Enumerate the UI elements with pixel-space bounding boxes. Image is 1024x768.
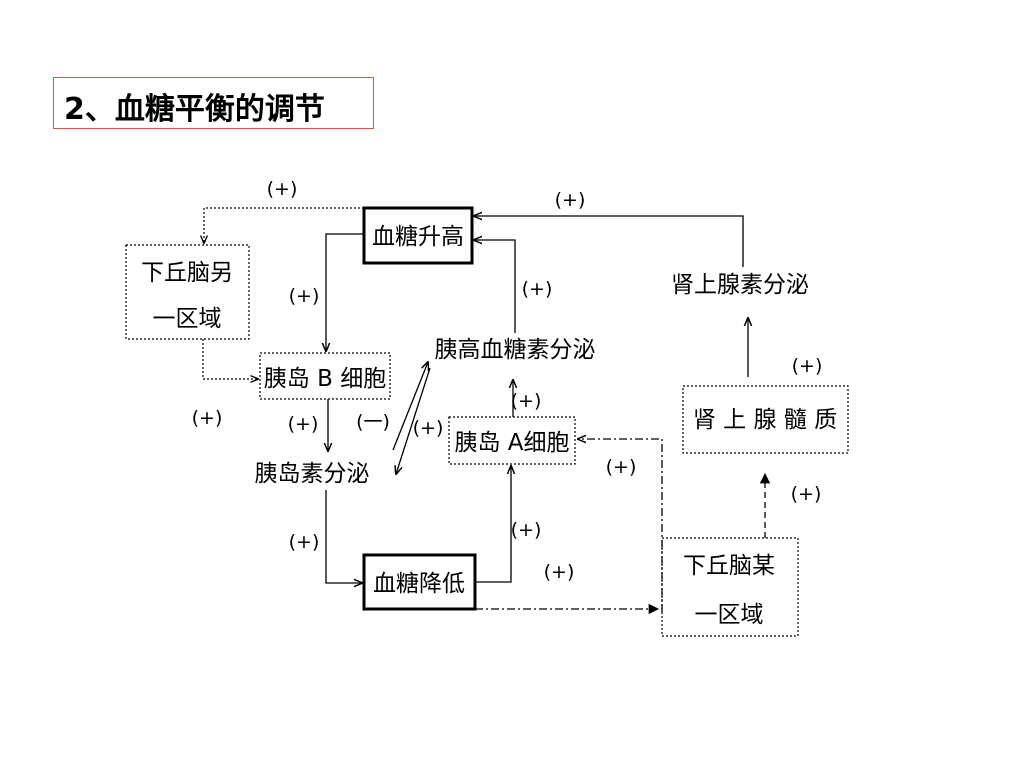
adrenaline-secretion-label: 肾上腺素分泌: [671, 272, 809, 298]
hypothalamus-other-box: [125, 244, 250, 340]
sign-plus-adrenaline-output: (+): [555, 189, 586, 211]
arrow-adrenaline-to-sugar-high: [474, 216, 744, 267]
sign-plus-hypothalamus-to-a: (+): [606, 456, 637, 478]
sign-plus-hypothalamus-to-medulla: (+): [791, 483, 822, 505]
glucagon-secretion-label: 胰高血糖素分泌: [435, 337, 596, 363]
hypothalamus-some-label-1: 下丘脑某: [683, 553, 775, 579]
sign-plus-low-to-a: (+): [511, 519, 542, 541]
sign-plus-a-to-glucagon: (+): [511, 390, 542, 412]
insulin-secretion-label: 胰岛素分泌: [255, 461, 370, 487]
islet-b-box: [259, 352, 391, 400]
sign-plus-insulin-to-low: (+): [289, 531, 320, 553]
sugar-high-box: [362, 206, 474, 265]
sign-plus-sugar-high-to-b: (+): [289, 285, 320, 307]
sign-plus-low-to-hypothalamus: (+): [544, 561, 575, 583]
arrow-sugar-high-to-islet-b: [326, 233, 364, 351]
arrow-hypothalamus-to-islet-a: [578, 439, 663, 612]
sign-plus-glucagon-on-insulin: (+): [413, 417, 444, 439]
sign-plus-b-to-insulin: (+): [288, 413, 319, 435]
arrow-sugar-low-to-islet-a: [475, 466, 511, 583]
sign-plus-hypothalamus-input: (+): [267, 178, 298, 200]
sugar-low-label: 血糖降低: [373, 571, 465, 597]
arrow-glucagon-promotes-insulin: [396, 367, 431, 474]
sign-plus-medulla-output: (+): [792, 355, 823, 377]
title-box: [53, 77, 374, 129]
sign-minus-insulin-on-glucagon: (一): [356, 411, 390, 433]
sugar-high-label: 血糖升高: [372, 224, 464, 250]
hypothalamus-some-label-2: 一区域: [695, 602, 764, 628]
hypothalamus-other-label-1: 下丘脑另: [141, 260, 233, 286]
sign-plus-hypothalamus-to-b: (+): [192, 407, 223, 429]
arrow-hypothalamus-to-islet-b: [202, 339, 258, 379]
arrow-insulin-to-sugar-low: [325, 490, 362, 583]
arrow-sugar-high-to-hypothalamus: [204, 207, 364, 243]
islet-b-label: 胰岛 B 细胞: [264, 366, 386, 392]
adrenal-medulla-label: 肾 上 腺 髓 质: [693, 407, 837, 433]
arrow-glucagon-to-sugar-high: [474, 240, 516, 333]
arrow-insulin-inhibits-glucagon: [392, 362, 428, 451]
sign-plus-glucagon-output: (+): [522, 278, 553, 300]
hypothalamus-some-box: [661, 537, 799, 637]
hypothalamus-other-label-2: 一区域: [153, 306, 222, 332]
page-title: 2、血糖平衡的调节: [64, 92, 325, 127]
islet-a-box: [448, 416, 576, 465]
islet-a-label: 胰岛 A细胞: [454, 430, 569, 456]
